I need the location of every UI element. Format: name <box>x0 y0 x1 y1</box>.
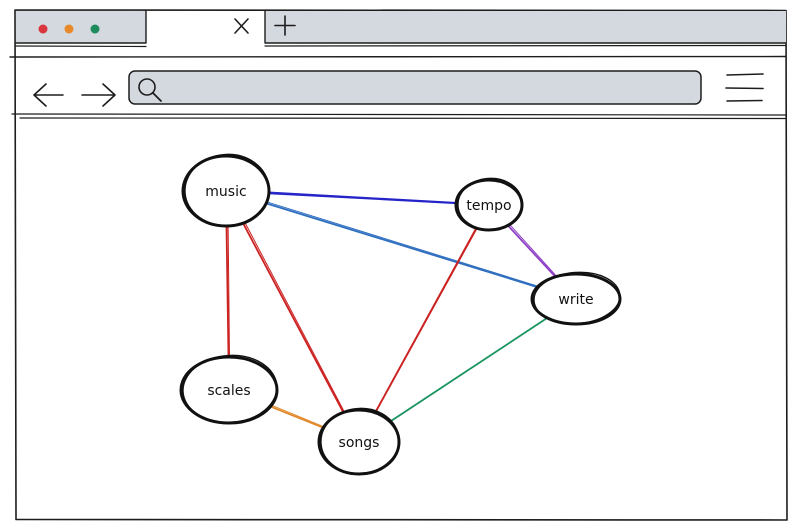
toolbar <box>9 55 787 120</box>
tab-bar-filler <box>265 11 786 43</box>
node-label-music: music <box>205 184 246 200</box>
edge-music-write <box>265 201 539 289</box>
menu-icon[interactable] <box>725 73 764 102</box>
node-songs[interactable]: songs <box>317 406 401 476</box>
search-icon <box>138 78 162 102</box>
edge-tempo-songs <box>374 226 479 414</box>
edge-music-tempo <box>267 191 458 205</box>
close-tab-icon[interactable] <box>234 18 249 34</box>
back-arrow-icon[interactable] <box>33 83 64 107</box>
node-write[interactable]: write <box>530 269 622 326</box>
node-label-tempo: tempo <box>466 198 511 214</box>
node-music[interactable]: music <box>181 152 272 229</box>
edge-music-songs <box>242 221 345 414</box>
minimize-window-dot[interactable] <box>64 24 74 34</box>
node-tempo[interactable]: tempo <box>454 176 524 232</box>
address-bar[interactable] <box>128 70 702 105</box>
window-frame <box>14 9 788 521</box>
node-label-write: write <box>558 292 593 308</box>
active-tab[interactable] <box>147 11 264 44</box>
graph-nodes: music tempo write scales songs <box>179 152 622 476</box>
new-tab-icon[interactable] <box>274 15 296 36</box>
node-scales[interactable]: scales <box>179 352 279 425</box>
edge-tempo-write <box>506 223 557 278</box>
edge-write-songs <box>388 316 550 423</box>
maximize-window-dot[interactable] <box>90 24 100 34</box>
node-label-scales: scales <box>207 383 250 399</box>
edge-music-scales <box>225 224 230 358</box>
forward-arrow-icon[interactable] <box>81 83 116 107</box>
node-label-songs: songs <box>339 435 380 451</box>
close-window-dot[interactable] <box>38 24 48 34</box>
inactive-tab-strip <box>16 11 146 43</box>
graph-edges <box>225 191 557 429</box>
tab-bar <box>15 10 787 48</box>
edge-scales-songs <box>269 404 325 429</box>
graph-canvas: music tempo write scales songs <box>179 152 622 476</box>
